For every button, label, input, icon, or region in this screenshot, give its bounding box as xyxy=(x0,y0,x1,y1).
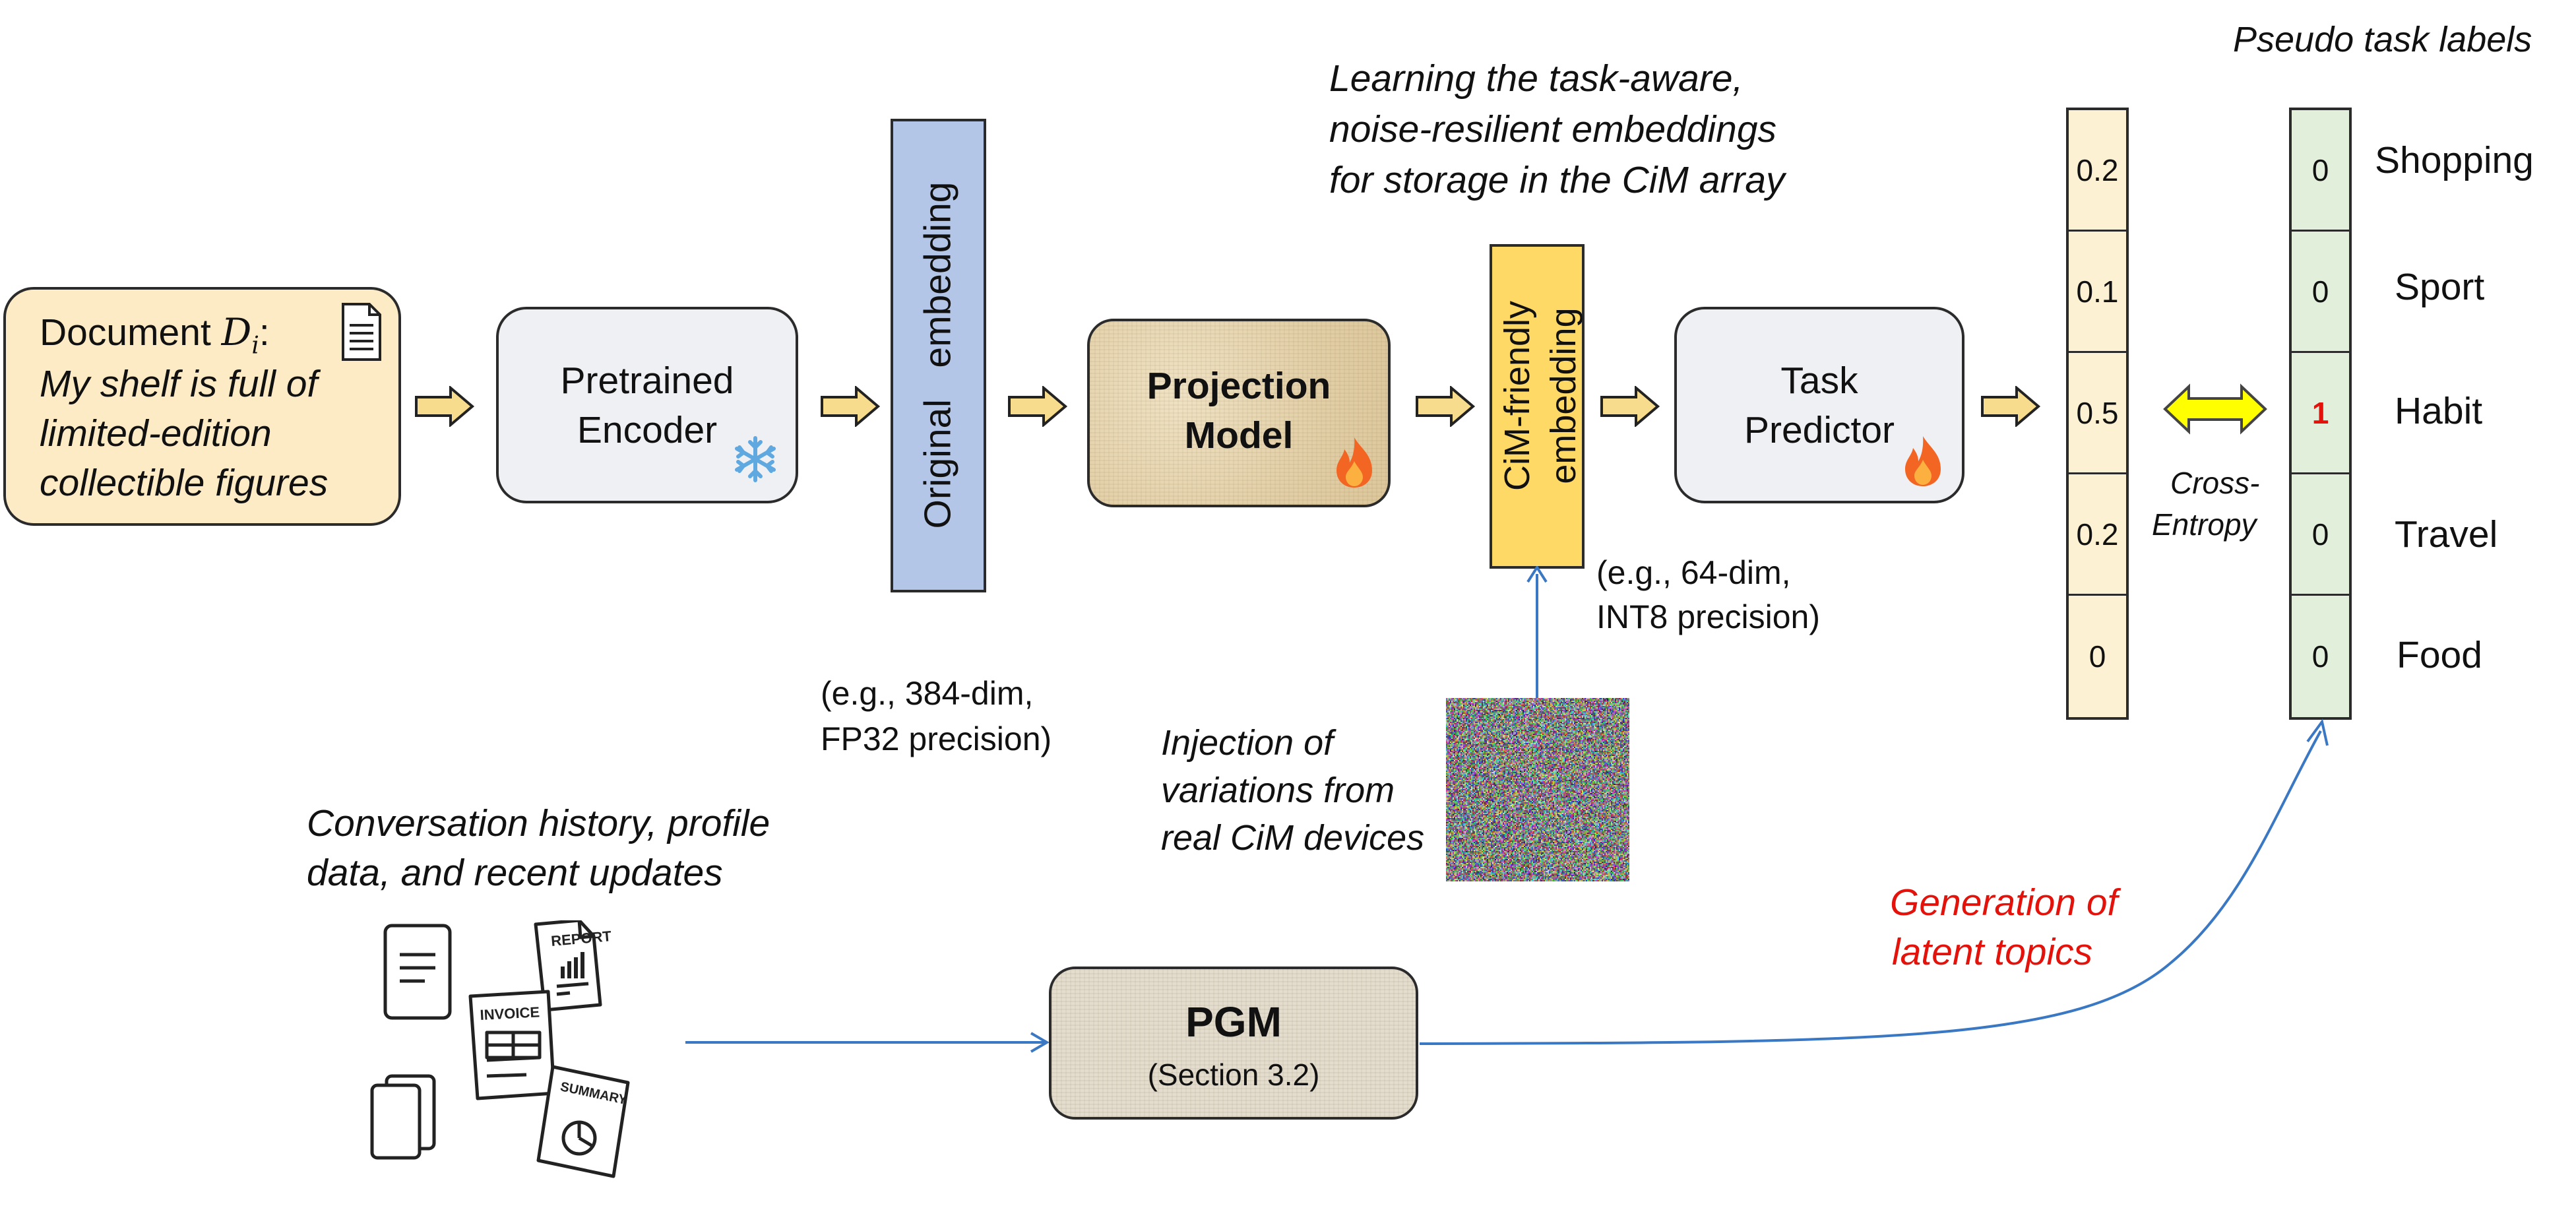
label-name: Travel xyxy=(2395,513,2498,555)
cim-embedding-label-line-2: embedding xyxy=(1544,307,1583,484)
output-value: 0.1 xyxy=(2069,232,2126,353)
flow-arrow-4 xyxy=(1416,386,1476,427)
document-box: Document Di: My shelf is full of limited… xyxy=(3,287,401,526)
label-name: Shopping xyxy=(2375,139,2534,181)
history-to-pgm-arrow xyxy=(685,1032,1050,1053)
label-value: 0 xyxy=(2292,232,2349,353)
label-name: Sport xyxy=(2395,266,2485,308)
original-embedding-note-1: (e.g., 384-dim, xyxy=(821,675,1034,712)
output-value: 0.2 xyxy=(2069,110,2126,232)
generation-note-line-2: latent topics xyxy=(1892,931,2093,973)
noise-injection-arrow xyxy=(1526,566,1548,701)
output-value: 0.2 xyxy=(2069,474,2126,596)
label-value: 0 xyxy=(2292,110,2349,232)
document-text-line-3: collectible figures xyxy=(40,462,329,504)
cross-entropy-arrow xyxy=(2163,383,2267,435)
noise-note-line-1: Injection of xyxy=(1161,723,1334,763)
pretrained-encoder-box: Pretrained Encoder xyxy=(496,307,798,503)
pgm-to-labels-arrow xyxy=(1419,718,2329,1045)
noise-note-line-2: variations from xyxy=(1161,771,1395,810)
projection-model-box: Projection Model xyxy=(1087,319,1391,507)
history-note-line-2: data, and recent updates xyxy=(307,852,723,894)
projection-label-line-1: Projection xyxy=(1147,365,1331,407)
original-embedding-note-2: FP32 precision) xyxy=(821,720,1052,757)
task-predictor-label-line-2: Predictor xyxy=(1744,409,1895,451)
learning-note-line-1: Learning the task-aware, xyxy=(1329,57,1744,100)
encoder-label-line-2: Encoder xyxy=(577,409,718,451)
output-vector: 0.2 0.1 0.5 0.2 0 xyxy=(2066,108,2129,720)
cross-entropy-label-line-2: Entropy xyxy=(2152,507,2257,542)
cim-embedding-bar xyxy=(1490,244,1585,569)
learning-note-line-3: for storage in the CiM array xyxy=(1329,159,1785,201)
encoder-label-line-1: Pretrained xyxy=(560,360,734,402)
label-name: Habit xyxy=(2395,390,2483,432)
label-value: 0 xyxy=(2311,639,2329,674)
document-icon xyxy=(342,303,381,361)
document-stack-icon: REPORT INVOICE SUMMARY xyxy=(370,920,630,1178)
original-embedding-label: Original embedding xyxy=(916,181,959,529)
fire-icon xyxy=(1336,437,1372,488)
cross-entropy-label-line-1: Cross- xyxy=(2170,466,2260,500)
learning-note-line-2: noise-resilient embeddings xyxy=(1329,108,1777,150)
label-value: 0 xyxy=(2292,474,2349,596)
flow-arrow-1 xyxy=(415,386,475,427)
invoice-label: INVOICE xyxy=(480,1003,540,1023)
label-value-active: 1 xyxy=(2292,353,2349,474)
noise-texture xyxy=(1446,698,1629,881)
history-note-line-1: Conversation history, profile xyxy=(307,802,770,844)
pseudo-labels-title: Pseudo task labels xyxy=(2233,20,2532,59)
device-variation-noise-image xyxy=(1446,698,1629,881)
cim-embedding-label-line-1: CiM-friendly xyxy=(1497,300,1537,492)
document-title: Document Di: xyxy=(40,311,270,360)
flow-arrow-6 xyxy=(1981,386,2041,427)
document-text-line-2: limited-edition xyxy=(40,412,272,455)
original-embedding-bar xyxy=(891,119,986,592)
task-predictor-box: Task Predictor xyxy=(1674,307,1964,503)
output-value: 0 xyxy=(2089,639,2106,674)
fire-icon xyxy=(1905,436,1941,486)
pgm-title: PGM xyxy=(1185,998,1282,1046)
flow-arrow-5 xyxy=(1600,386,1660,427)
cim-embedding-note-1: (e.g., 64-dim, xyxy=(1596,554,1791,591)
task-predictor-label-line-1: Task xyxy=(1780,360,1858,402)
generation-note-line-1: Generation of xyxy=(1890,881,2118,924)
label-name: Food xyxy=(2397,634,2482,676)
document-text-line-1: My shelf is full of xyxy=(40,363,318,405)
output-value: 0.5 xyxy=(2069,353,2126,474)
projection-label-line-2: Model xyxy=(1184,414,1294,457)
noise-note-line-3: real CiM devices xyxy=(1161,818,1425,858)
flow-arrow-2 xyxy=(821,386,881,427)
pgm-box: PGM (Section 3.2) xyxy=(1049,967,1418,1120)
cim-embedding-note-2: INT8 precision) xyxy=(1596,598,1820,635)
flow-arrow-3 xyxy=(1008,386,1068,427)
label-vector: 0 0 1 0 0 xyxy=(2289,108,2352,720)
snowflake-icon xyxy=(735,436,776,482)
pgm-subtitle: (Section 3.2) xyxy=(1147,1058,1320,1092)
